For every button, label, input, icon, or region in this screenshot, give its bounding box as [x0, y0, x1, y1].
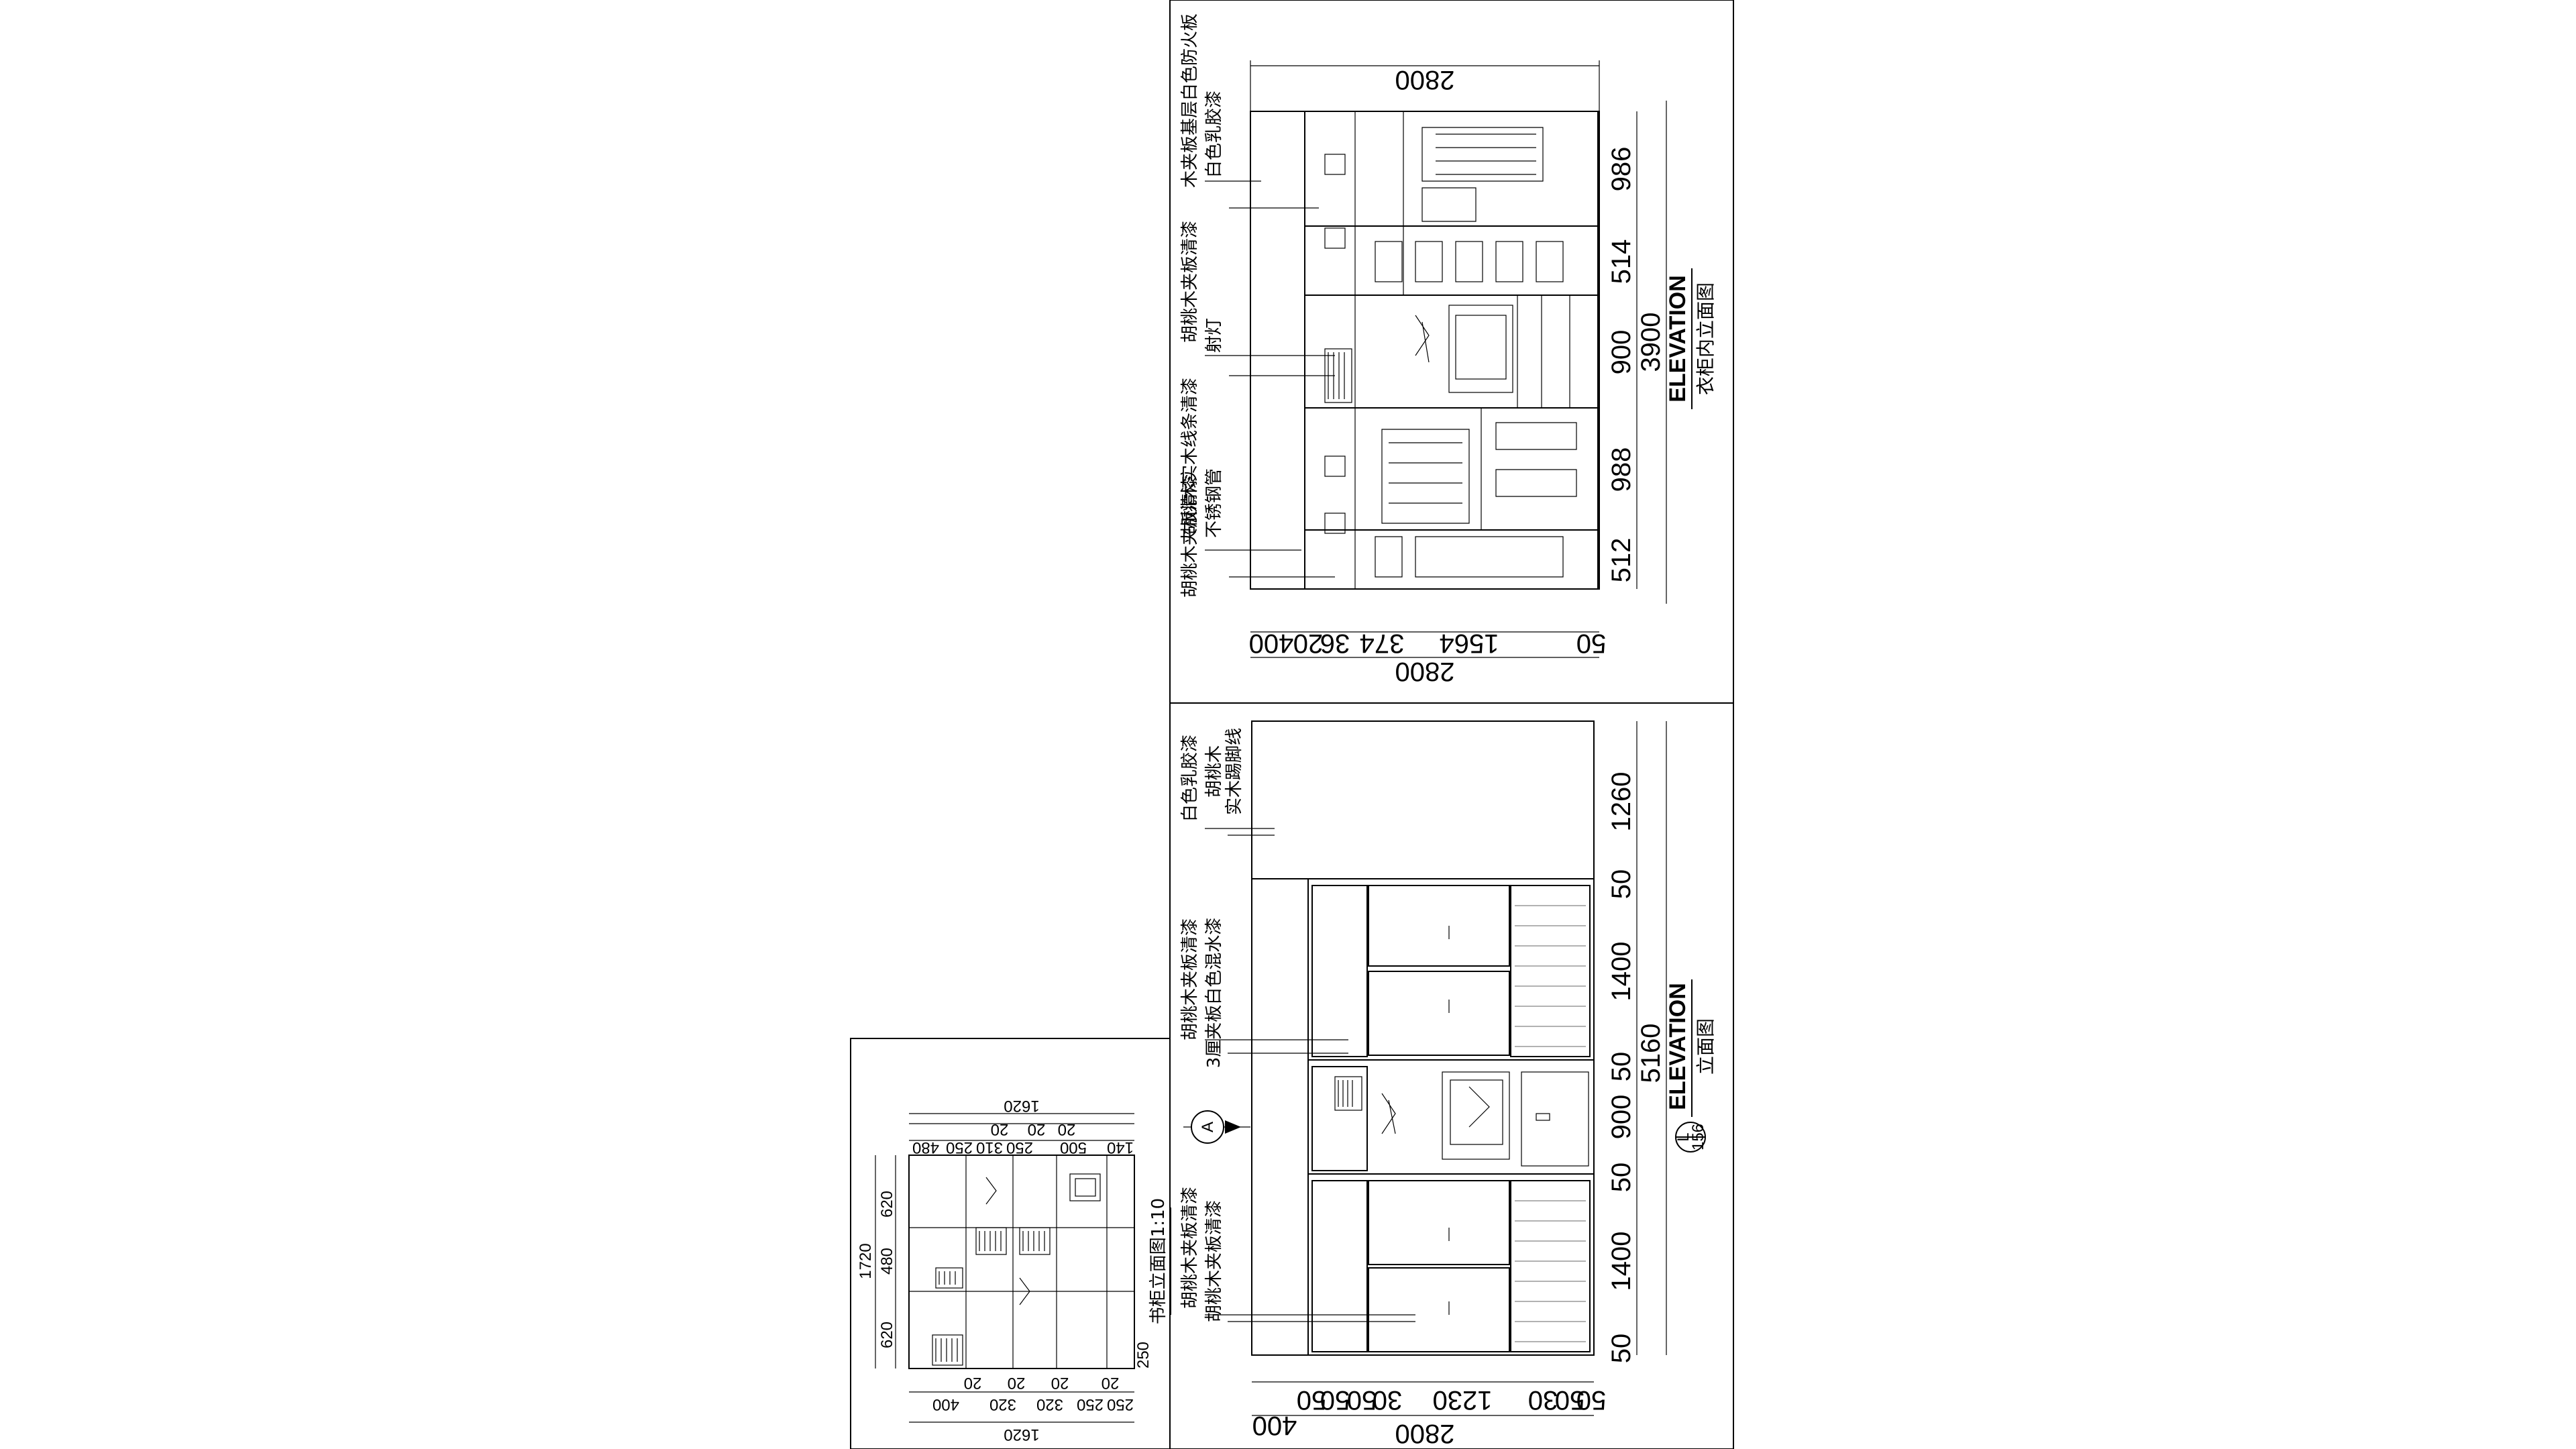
upper-height-900: 900 — [1607, 330, 1636, 375]
bookcase-bottom2-3: 20 — [1102, 1374, 1120, 1392]
wardrobe-front-body — [1307, 878, 1595, 1356]
bookcase-top2-0: 480 — [912, 1138, 939, 1157]
bookcase-height-1: 480 — [878, 1248, 896, 1275]
folded-items-icon — [1375, 241, 1564, 282]
upper-elevation-title: ELEVATION — [1665, 275, 1690, 402]
upper-elevation-subtitle: 衣柜内立面图 — [1695, 282, 1717, 395]
upper-elevation-panel: 2800 2800 50 1564 374 36 20 400 986 514 … — [1169, 0, 1734, 704]
lower-height-1400a: 1400 — [1607, 942, 1636, 1002]
lower-bottom-dim-400: 400 — [1252, 1411, 1297, 1440]
lower-bottom-dim-6: 50 — [1320, 1385, 1350, 1415]
lower-doors — [1311, 1180, 1591, 1352]
section-marker-a: A — [1183, 1110, 1250, 1144]
lower-bottom-dim-0: 50 — [1576, 1385, 1607, 1415]
drawing-badge: L 156 — [1674, 1122, 1707, 1152]
bookcase-bottom-dim-4: 400 — [932, 1395, 959, 1413]
bookcase-top-width: 1620 — [1004, 1097, 1039, 1115]
bookcase-top2-1: 250 — [946, 1138, 973, 1157]
upper-height-514: 514 — [1607, 239, 1636, 284]
lower-note-5: 胡桃木夹板清漆 — [1180, 1187, 1200, 1309]
lower-note-0: 白色乳胶漆 — [1180, 735, 1200, 822]
bookcase-bottom-dim-3: 320 — [989, 1395, 1016, 1413]
bookcase-bottom2-2: 20 — [1051, 1374, 1069, 1392]
lower-note-2: 实木踢脚线 — [1224, 728, 1244, 815]
lower-height-50a: 50 — [1607, 869, 1636, 900]
wall-outline — [1251, 720, 1595, 1356]
upper-doors — [1311, 885, 1591, 1057]
bookcase-bottom-width: 1620 — [1004, 1426, 1039, 1444]
upper-total-height-3900: 3900 — [1636, 313, 1666, 372]
bookcase-height-0: 620 — [878, 1191, 896, 1218]
lower-note-3: 胡桃木夹板清漆 — [1180, 918, 1200, 1040]
upper-bottom-dim-36: 36 — [1320, 629, 1350, 658]
upper-height-986: 986 — [1607, 147, 1636, 192]
upper-note-1: 白色乳胶漆 — [1204, 91, 1224, 178]
lower-bottom-width-dim: 2800 — [1395, 1419, 1455, 1448]
tv-cabinet-icon — [1324, 305, 1513, 403]
hanging-clothes-icon — [1375, 127, 1577, 578]
lower-height-50d: 50 — [1607, 1334, 1636, 1364]
lower-height-900: 900 — [1607, 1095, 1636, 1140]
lower-height-50b: 50 — [1607, 1052, 1636, 1082]
badge-number: 156 — [1689, 1124, 1707, 1150]
lower-elevation-title: ELEVATION — [1665, 983, 1690, 1110]
middle-open-shelf — [1311, 1066, 1589, 1171]
bookcase-top-dim-0: 20 — [991, 1120, 1009, 1138]
bookcase-total-height: 1720 — [857, 1243, 875, 1279]
lower-note-4: 3厘夹板白色混水漆 — [1204, 918, 1224, 1069]
badge-letter: L — [1674, 1132, 1693, 1141]
section-letter: A — [1199, 1122, 1217, 1132]
upper-bottom-dim-400: 400 — [1249, 629, 1294, 658]
upper-bottom-dim-1564: 1564 — [1440, 629, 1499, 658]
lower-elevation-subtitle: 立面图 — [1695, 1018, 1717, 1075]
bookcase-outline — [908, 1155, 1135, 1369]
books-icon — [932, 1227, 1051, 1366]
lower-bottom-dim-1: 50 — [1555, 1385, 1585, 1415]
upper-bottom-dim-374: 374 — [1360, 629, 1405, 658]
lower-bottom-dim-2: 30 — [1528, 1385, 1558, 1415]
upper-height-512: 512 — [1607, 538, 1636, 583]
bookcase-top2-3: 250 — [1006, 1138, 1033, 1157]
lower-note-1: 胡桃木 — [1204, 745, 1224, 798]
bookcase-bottom-dim-1: 250 — [1077, 1395, 1104, 1413]
upper-top-width-dim: 2800 — [1395, 65, 1455, 95]
upper-note-6: 不锈钢管 — [1204, 468, 1224, 538]
lower-height-1400b: 1400 — [1607, 1232, 1636, 1291]
bookcase-top-dim-2: 20 — [1058, 1120, 1076, 1138]
bookcase-top2-5: 140 — [1107, 1138, 1134, 1157]
bookcase-side-dim: 250 — [1134, 1342, 1152, 1368]
lower-bottom-dim-1230: 1230 — [1433, 1385, 1493, 1415]
lower-elevation-panel: A 2800 50 50 30 1230 30 50 50 50 400 126… — [1169, 702, 1734, 1449]
bookcase-top2-2: 310 — [976, 1138, 1003, 1157]
upper-note-3: 射灯 — [1204, 318, 1224, 353]
upper-bottom-dim-20: 20 — [1293, 629, 1324, 658]
lower-height-50c: 50 — [1607, 1163, 1636, 1193]
bookcase-top2-4: 500 — [1060, 1138, 1087, 1157]
wardrobe-interior-outline — [1250, 111, 1600, 590]
lower-height-1260: 1260 — [1607, 772, 1636, 832]
lower-total-height-5160: 5160 — [1636, 1024, 1666, 1083]
bookcase-bottom-dim-2: 320 — [1036, 1395, 1063, 1413]
bookcase-panel: 1620 20 20 20 480 250 310 250 500 140 16… — [850, 1038, 1171, 1449]
lower-bottom-dim-5: 50 — [1347, 1385, 1377, 1415]
upper-note-5: 胡桃木夹板清漆 — [1180, 476, 1200, 598]
bookcase-bottom-dim-0: 250 — [1107, 1395, 1134, 1413]
bookcase-caption: 书柜立面图1:10 — [1148, 1198, 1169, 1324]
upper-note-0: 木夹板基层白色防火板 — [1180, 13, 1200, 188]
lower-note-6: 胡桃木夹板清漆 — [1204, 1200, 1224, 1322]
lower-bottom-dim-7: 50 — [1297, 1385, 1327, 1415]
bookcase-bottom2-0: 20 — [964, 1374, 982, 1392]
upper-bottom-width-dim: 2800 — [1395, 657, 1455, 686]
lower-bottom-dim-4: 30 — [1373, 1385, 1403, 1415]
upper-bottom-dim-50: 50 — [1576, 629, 1607, 658]
upper-height-988: 988 — [1607, 447, 1636, 492]
bookcase-height-2: 620 — [878, 1322, 896, 1348]
upper-note-2: 胡桃木夹板清漆 — [1180, 221, 1200, 343]
bookcase-bottom2-1: 20 — [1008, 1374, 1026, 1392]
bookcase-top-dim-1: 20 — [1028, 1120, 1046, 1138]
upper-note-4: 胡桃木实木线条清漆 — [1180, 378, 1200, 535]
